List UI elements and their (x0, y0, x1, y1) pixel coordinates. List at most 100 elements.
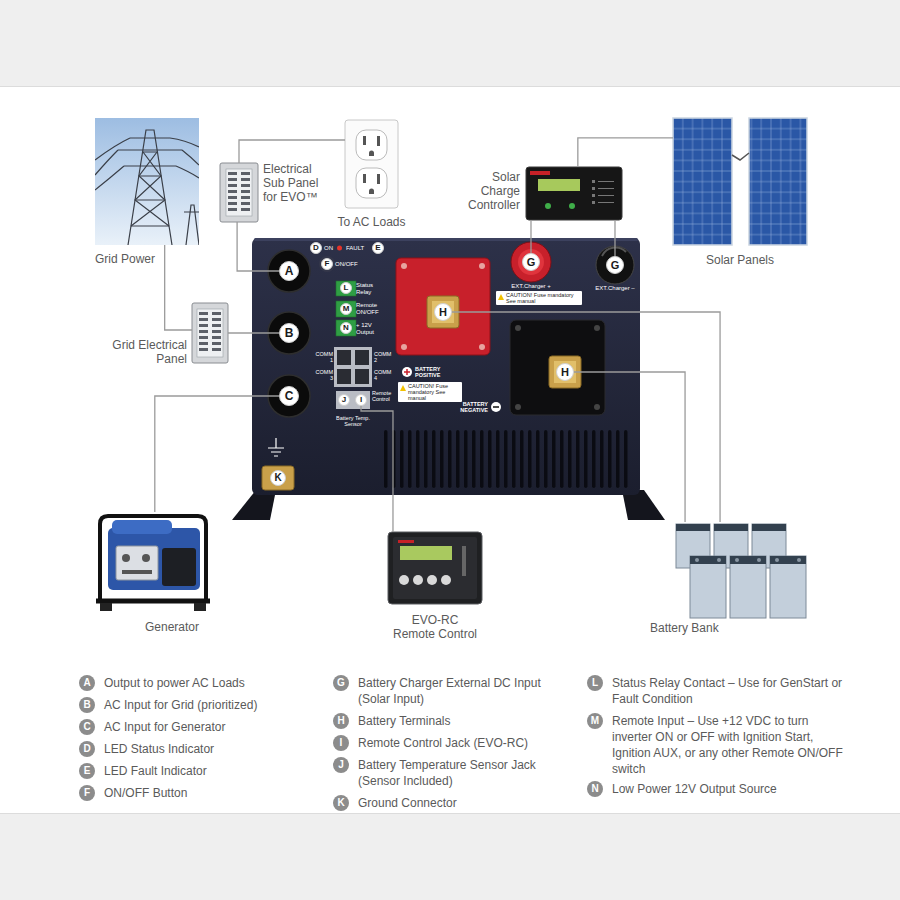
callout-letter-text: I (360, 396, 362, 404)
battery-bank-picture (770, 556, 806, 564)
key-letter: M (587, 713, 603, 729)
battery-bank-picture (770, 556, 806, 618)
connector-group (155, 138, 720, 532)
legend-item: Ground Connector (358, 795, 573, 811)
charge-controller-picture (592, 187, 595, 190)
outlet-picture (345, 120, 398, 208)
outlet-picture: To AC Loads (345, 120, 398, 208)
grid-panel-picture (192, 303, 228, 363)
legend-item: AC Input for Generator (104, 719, 304, 735)
battery-bank-picture (757, 558, 761, 562)
generator-picture (142, 554, 150, 562)
callout-letter: L (340, 282, 352, 294)
legend-item: Remote Input – Use +12 VDC to turn inver… (612, 713, 844, 777)
legend-item: Battery Charger External DC Input (Solar… (358, 675, 573, 707)
inverter-picture (491, 402, 501, 412)
inverter-picture (254, 238, 638, 241)
inverter-picture (401, 263, 485, 350)
legend-item: LED Status Indicator (104, 741, 304, 757)
battery-bank-picture (690, 556, 726, 618)
grid-panel-picture (212, 348, 221, 351)
callout-letter-text: A (285, 265, 294, 277)
page-band (0, 0, 900, 86)
sub-panel-picture (228, 190, 237, 193)
sub-panel-picture (228, 202, 237, 205)
sub-panel-picture (220, 163, 258, 222)
device-label: Electrical Sub Panel for EVO™ (263, 162, 325, 204)
panel-label: Battery Temp. Sensor (330, 415, 376, 427)
charge-controller-picture (526, 167, 622, 220)
callout-letter-text: F (325, 260, 330, 268)
key-letter: B (79, 697, 95, 713)
panel-label: COMM 2 (374, 351, 395, 363)
panel-label: BATTERY POSITIVE (415, 366, 455, 378)
inverter-picture (594, 325, 600, 331)
callout-letter-text: C (285, 390, 294, 402)
generator-picture (194, 603, 206, 611)
panel-label: Status Relay (356, 282, 388, 295)
key-letter: D (79, 741, 95, 757)
callout-letter: I (355, 394, 367, 406)
key-letter: I (333, 735, 349, 751)
legend-text: LED Status Indicator (104, 741, 304, 757)
legend-item: Battery Temperature Sensor Jack (Sensor … (358, 757, 573, 789)
charge-controller-picture (592, 201, 595, 204)
connector-line (155, 396, 279, 512)
legend-text: Low Power 12V Output Source (612, 781, 844, 797)
key-letter: N (587, 781, 603, 797)
legend-text: Remote Input – Use +12 VDC to turn inver… (612, 713, 844, 777)
callout-letter: M (340, 303, 352, 315)
grid-power-picture: Grid Power (95, 118, 199, 245)
callout-letter: H (556, 363, 574, 381)
generator-picture (162, 548, 196, 586)
sub-panel-picture: Electrical Sub Panel for EVO™ (220, 163, 258, 222)
legend-item: ON/OFF Button (104, 785, 304, 801)
battery-bank-picture (752, 524, 786, 531)
connector-line (361, 406, 393, 532)
remote-control-picture (413, 575, 423, 585)
battery-bank-picture (695, 558, 801, 562)
remote-control-picture (388, 532, 482, 604)
battery-bank-picture (735, 558, 739, 562)
inverter-picture (337, 369, 351, 384)
callout-letter: H (434, 303, 452, 321)
callout-letter: G (606, 256, 624, 274)
outlet-picture (345, 120, 398, 208)
grid-panel-picture (212, 318, 221, 321)
page-band (0, 814, 900, 900)
legend-item: LED Fault Indicator (104, 763, 304, 779)
grid-panel-picture (199, 348, 208, 351)
inverter-picture (262, 466, 294, 490)
charge-controller-picture (530, 171, 550, 175)
battery-bank-picture (676, 524, 786, 531)
power-tower-picture (95, 118, 199, 245)
callout-letter-text: B (285, 327, 294, 339)
legend-item: Battery Terminals (358, 713, 573, 729)
power-tower-picture (95, 118, 201, 245)
outlet-picture (377, 136, 380, 146)
inverter-picture (252, 238, 640, 495)
sub-panel-picture (241, 184, 250, 187)
charge-controller-picture (545, 203, 551, 209)
sub-panel-picture (241, 202, 250, 205)
solar-panel-picture (673, 118, 807, 245)
legend-text: Output to power AC Loads (104, 675, 304, 691)
battery-bank-picture (797, 558, 801, 562)
charge-controller-picture (526, 167, 622, 220)
inverter-picture (554, 361, 576, 383)
callout-letter: K (270, 470, 286, 486)
connector-line (239, 140, 345, 163)
panel-label: BATTERY NEGATIVE (444, 401, 488, 413)
remote-control-picture (462, 546, 466, 576)
grid-panel-picture (199, 312, 221, 351)
callout-letter: F (321, 258, 333, 270)
generator-picture (96, 599, 210, 604)
grid-panel-picture (212, 324, 221, 327)
generator-picture (96, 516, 210, 611)
panel-label: EXT.Charger – (585, 285, 645, 292)
device-label: Solar Panels (673, 253, 807, 267)
solar-panel-picture (732, 153, 749, 160)
connector-line (530, 220, 531, 253)
